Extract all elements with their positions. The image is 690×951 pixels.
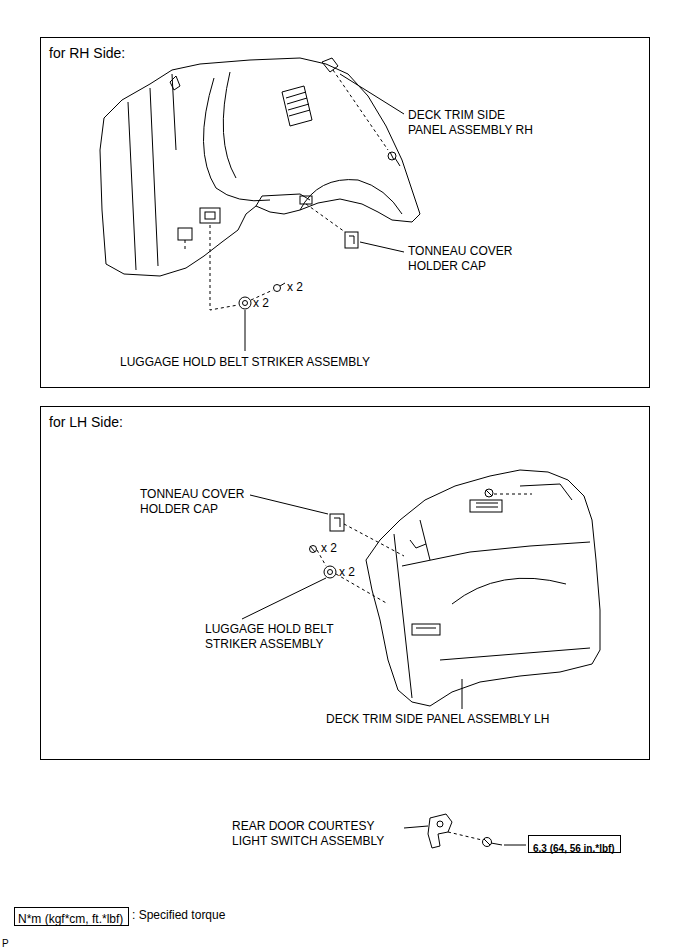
- part-name: DECK TRIM SIDE PANEL ASSEMBLY LH: [326, 712, 549, 727]
- quantity: x 2: [339, 565, 355, 580]
- box-text: N*m (kgf*cm, ft.*lbf): [18, 912, 123, 926]
- side-panel-frame: for LH Side:: [40, 406, 650, 760]
- panel-heading: for LH Side:: [49, 414, 123, 431]
- part-name: LUGGAGE HOLD BELT STRIKER ASSEMBLY: [205, 622, 341, 652]
- side-panel-frame: for RH Side:: [40, 37, 650, 388]
- box-text: 6.3 (64, 56 in.*lbf): [533, 843, 615, 855]
- part-name: DECK TRIM SIDE PANEL ASSEMBLY RH: [408, 108, 542, 138]
- rh-trim-panel: [100, 58, 420, 351]
- lh-trim-panel: [242, 470, 600, 709]
- part-name: TONNEAU COVER HOLDER CAP: [140, 487, 252, 517]
- figure-code: P: [2, 938, 9, 950]
- part-name: REAR DOOR COURTESY LIGHT SWITCH ASSEMBLY: [232, 819, 400, 849]
- part-name: TONNEAU COVER HOLDER CAP: [408, 244, 520, 274]
- quantity: x 2: [321, 541, 337, 556]
- quantity: x 2: [253, 296, 269, 311]
- legend-text: : Specified torque: [132, 908, 225, 923]
- torque-box: 6.3 (64, 56 in.*lbf): [528, 835, 621, 853]
- legend-torque-box: N*m (kgf*cm, ft.*lbf): [14, 907, 129, 926]
- panel-heading: for RH Side:: [49, 45, 125, 62]
- courtesy-switch: [404, 814, 526, 848]
- quantity: x 2: [287, 280, 303, 295]
- part-name: LUGGAGE HOLD BELT STRIKER ASSEMBLY: [120, 355, 370, 370]
